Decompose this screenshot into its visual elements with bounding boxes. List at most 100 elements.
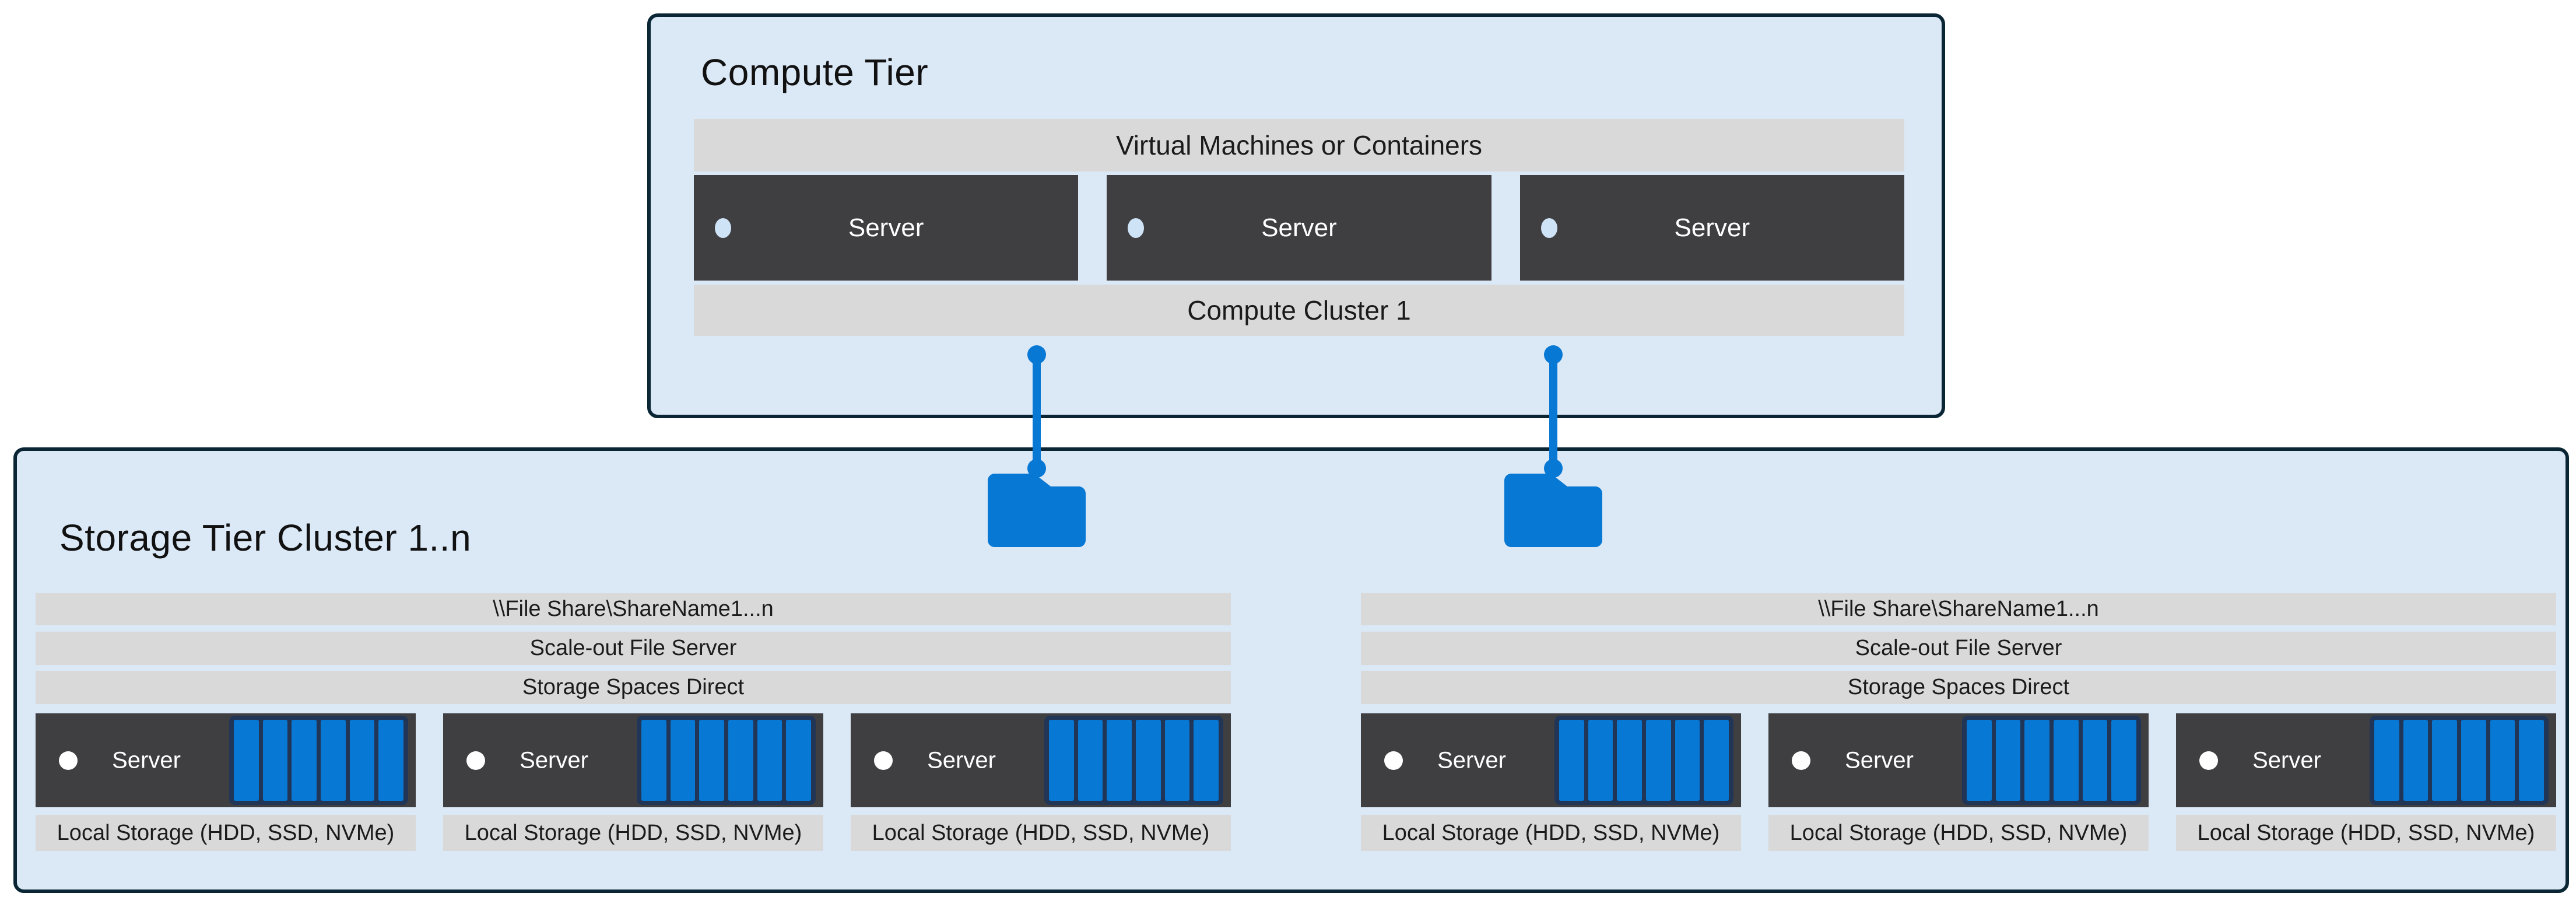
disk-icon bbox=[728, 720, 753, 801]
disk-icon bbox=[1967, 720, 1992, 801]
server-label: Server bbox=[1845, 747, 1914, 773]
storage-unit-2: Server Local Storage (HDD, SSD, NVMe) bbox=[443, 713, 823, 851]
disk-icon bbox=[2490, 720, 2515, 801]
server-indicator-icon bbox=[1128, 218, 1145, 238]
storage-cluster-1: \\File Share\ShareName1...n Scale-out Fi… bbox=[36, 593, 1231, 851]
server-label: Server bbox=[1261, 213, 1337, 242]
storage-unit-3: Server Local Storage (HDD, SSD, NVMe) bbox=[851, 713, 1231, 851]
disk-icon bbox=[1646, 720, 1671, 801]
disk-icon bbox=[1136, 720, 1161, 801]
storage-server: Server bbox=[1361, 713, 1741, 807]
compute-cluster-bar: Compute Cluster 1 bbox=[694, 285, 1904, 336]
local-storage-bar: Local Storage (HDD, SSD, NVMe) bbox=[851, 815, 1231, 851]
connector-compute-to-share-2 bbox=[1544, 345, 1563, 478]
server-label: Server bbox=[2252, 747, 2321, 773]
server-indicator-icon bbox=[466, 751, 485, 770]
storage-server: Server bbox=[1768, 713, 2149, 807]
server-indicator-icon bbox=[2199, 751, 2218, 770]
storage-server: Server bbox=[443, 713, 823, 807]
disk-icon bbox=[321, 720, 346, 801]
compute-tier-box: Compute Tier Virtual Machines or Contain… bbox=[647, 13, 1945, 418]
disk-icon bbox=[2054, 720, 2079, 801]
connector-dot-icon bbox=[1027, 459, 1046, 478]
storage-unit-1: Server Local Storage (HDD, SSD, NVMe) bbox=[36, 713, 416, 851]
storage-spaces-direct-bar: Storage Spaces Direct bbox=[36, 671, 1231, 704]
server-label: Server bbox=[520, 747, 588, 773]
compute-server-1: Server bbox=[694, 175, 1079, 281]
storage-server: Server bbox=[851, 713, 1231, 807]
local-storage-bar: Local Storage (HDD, SSD, NVMe) bbox=[1361, 815, 1741, 851]
local-storage-bar: Local Storage (HDD, SSD, NVMe) bbox=[2176, 815, 2556, 851]
vm-containers-bar: Virtual Machines or Containers bbox=[694, 119, 1904, 171]
compute-server-3: Server bbox=[1519, 175, 1904, 281]
local-storage-bar: Local Storage (HDD, SSD, NVMe) bbox=[1768, 815, 2149, 851]
disk-array-icon bbox=[2370, 716, 2549, 805]
compute-tier-title: Compute Tier bbox=[701, 51, 929, 93]
storage-cluster-2: \\File Share\ShareName1...n Scale-out Fi… bbox=[1361, 593, 2556, 851]
disk-icon bbox=[378, 720, 404, 801]
scale-out-file-server-bar: Scale-out File Server bbox=[36, 632, 1231, 665]
disk-icon bbox=[1194, 720, 1219, 801]
file-share-bar: \\File Share\ShareName1...n bbox=[1361, 593, 2556, 625]
disk-icon bbox=[641, 720, 666, 801]
disk-icon bbox=[262, 720, 288, 801]
disk-icon bbox=[2082, 720, 2108, 801]
disk-icon bbox=[2024, 720, 2050, 801]
disk-array-icon bbox=[229, 716, 408, 805]
connector-line bbox=[1033, 353, 1041, 470]
disk-icon bbox=[1995, 720, 2021, 801]
file-share-folder-icon bbox=[988, 474, 1086, 547]
disk-icon bbox=[1107, 720, 1132, 801]
server-label: Server bbox=[1437, 747, 1506, 773]
disk-icon bbox=[349, 720, 375, 801]
storage-server: Server bbox=[36, 713, 416, 807]
file-share-folder-icon bbox=[1504, 474, 1602, 547]
disk-icon bbox=[2432, 720, 2458, 801]
disk-array-icon bbox=[1962, 716, 2141, 805]
disk-array-icon bbox=[1554, 716, 1733, 805]
connector-dot-icon bbox=[1544, 459, 1563, 478]
disk-icon bbox=[1617, 720, 1643, 801]
disk-icon bbox=[1078, 720, 1103, 801]
disk-icon bbox=[2519, 720, 2545, 801]
disk-icon bbox=[1164, 720, 1190, 801]
file-share-bar: \\File Share\ShareName1...n bbox=[36, 593, 1231, 625]
disk-icon bbox=[234, 720, 259, 801]
storage-spaces-direct-bar: Storage Spaces Direct bbox=[1361, 671, 2556, 704]
server-indicator-icon bbox=[1540, 218, 1557, 238]
local-storage-bar: Local Storage (HDD, SSD, NVMe) bbox=[36, 815, 416, 851]
disk-icon bbox=[1675, 720, 1700, 801]
connector-line bbox=[1549, 353, 1557, 470]
storage-server-row: Server Local Storage (HDD, SSD, NVMe) Se… bbox=[1361, 713, 2556, 851]
storage-unit-3: Server Local Storage (HDD, SSD, NVMe) bbox=[2176, 713, 2556, 851]
server-indicator-icon bbox=[715, 218, 731, 238]
disk-icon bbox=[670, 720, 696, 801]
storage-server-row: Server Local Storage (HDD, SSD, NVMe) Se… bbox=[36, 713, 1231, 851]
server-label: Server bbox=[848, 213, 924, 242]
storage-tier-box: Storage Tier Cluster 1..n \\File Share\S… bbox=[13, 447, 2569, 893]
disk-icon bbox=[292, 720, 317, 801]
disk-icon bbox=[2111, 720, 2137, 801]
disk-array-icon bbox=[637, 716, 816, 805]
compute-server-row: Server Server Server bbox=[694, 175, 1904, 281]
compute-server-2: Server bbox=[1107, 175, 1491, 281]
disk-icon bbox=[2403, 720, 2428, 801]
disk-icon bbox=[1704, 720, 1729, 801]
disk-icon bbox=[2461, 720, 2486, 801]
disk-array-icon bbox=[1044, 716, 1223, 805]
storage-tier-title: Storage Tier Cluster 1..n bbox=[59, 517, 472, 559]
scale-out-file-server-bar: Scale-out File Server bbox=[1361, 632, 2556, 665]
server-indicator-icon bbox=[1384, 751, 1403, 770]
disk-icon bbox=[1559, 720, 1584, 801]
storage-unit-1: Server Local Storage (HDD, SSD, NVMe) bbox=[1361, 713, 1741, 851]
server-label: Server bbox=[112, 747, 181, 773]
server-indicator-icon bbox=[59, 751, 78, 770]
disk-icon bbox=[2374, 720, 2399, 801]
disk-icon bbox=[1049, 720, 1074, 801]
disk-icon bbox=[699, 720, 725, 801]
disk-icon bbox=[757, 720, 782, 801]
server-indicator-icon bbox=[874, 751, 893, 770]
compute-tier-content: Virtual Machines or Containers Server Se… bbox=[694, 17, 1904, 415]
server-label: Server bbox=[927, 747, 996, 773]
storage-unit-2: Server Local Storage (HDD, SSD, NVMe) bbox=[1768, 713, 2149, 851]
